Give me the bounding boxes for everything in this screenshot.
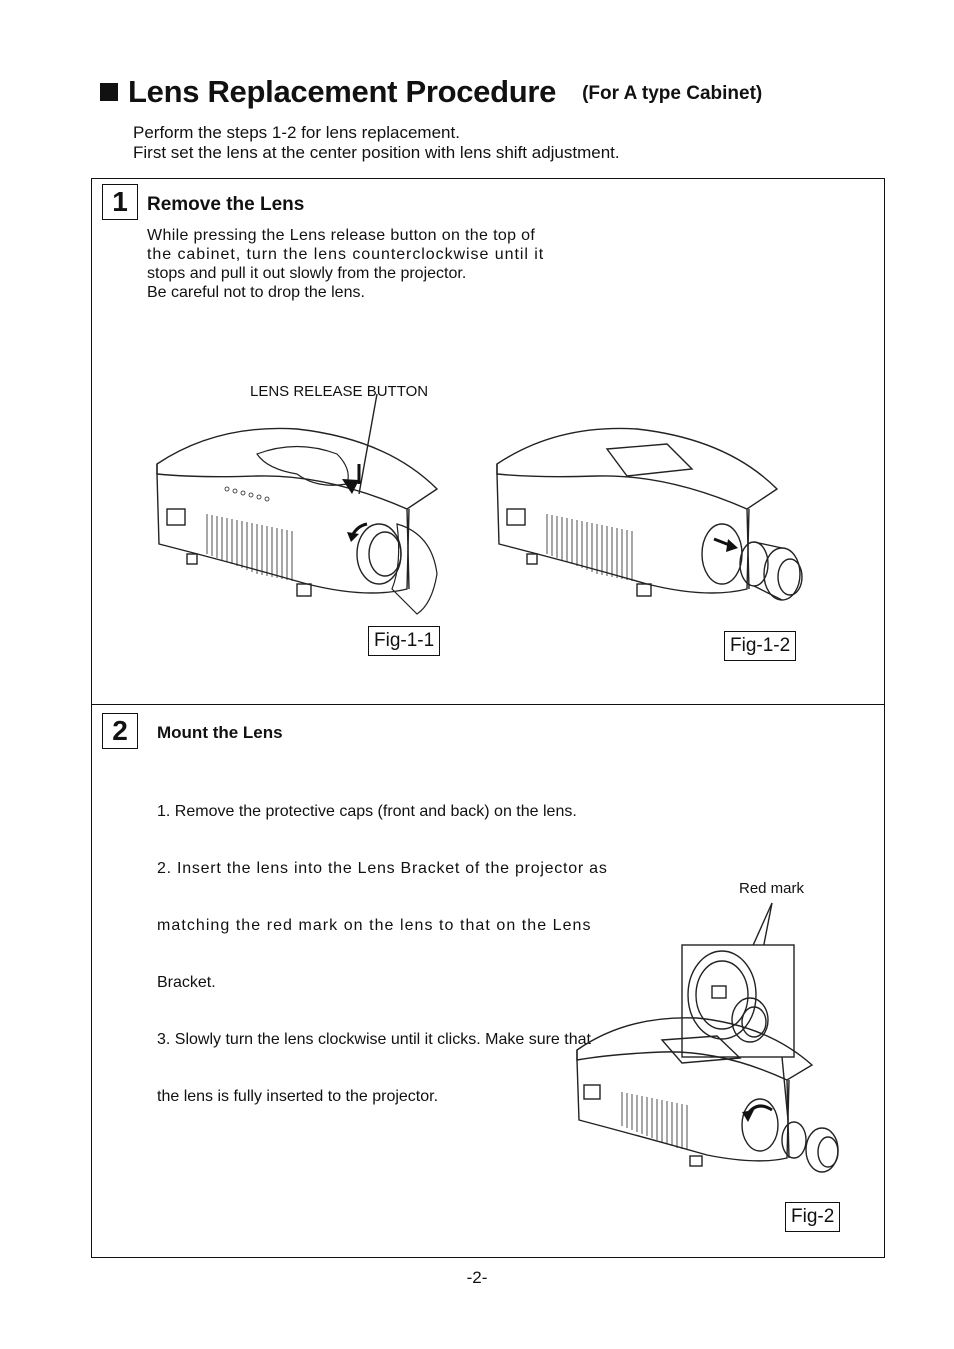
step-heading: Mount the Lens: [157, 723, 283, 742]
red-mark-callout: Red mark: [739, 880, 805, 897]
step-number: 1: [102, 184, 138, 220]
projector-illustration-fig-2: [576, 902, 839, 1173]
square-bullet-icon: [100, 83, 118, 101]
projector-illustration-fig-1-1: [156, 393, 439, 615]
page-title: Lens Replacement Procedure: [128, 74, 557, 109]
instruction-line: 1. Remove the protective caps (front and…: [157, 803, 577, 820]
lens-release-callout: LENS RELEASE BUTTON: [250, 383, 429, 400]
step-2-panel: 2 Mount the Lens 1. Remove the protectiv…: [91, 704, 885, 1258]
figure-label: Fig-1-2: [724, 631, 797, 661]
instruction-line: 2. Insert the lens into the Lens Bracket…: [157, 860, 608, 877]
instruction-line: 3. Slowly turn the lens clockwise until …: [157, 1031, 591, 1048]
instruction-line: While pressing the Lens release button o…: [147, 227, 536, 244]
page-subtitle: (For A type Cabinet): [582, 83, 763, 104]
step-instructions: While pressing the Lens release button o…: [147, 226, 563, 302]
figure-label: Fig-1-1: [368, 626, 441, 656]
intro-line: Perform the steps 1-2 for lens replaceme…: [133, 123, 460, 142]
step-1-panel: 1 Remove the Lens While pressing the Len…: [91, 178, 885, 705]
intro-line: First set the lens at the center positio…: [133, 143, 620, 162]
instruction-line: Bracket.: [157, 974, 216, 991]
intro-text: Perform the steps 1-2 for lens replaceme…: [133, 123, 620, 163]
page-number: -2-: [466, 1268, 488, 1287]
instruction-line: Be careful not to drop the lens.: [147, 284, 365, 301]
step-instructions: 1. Remove the protective caps (front and…: [157, 764, 641, 1144]
instruction-line: the cabinet, turn the lens counterclockw…: [147, 246, 545, 263]
instruction-line: matching the red mark on the lens to tha…: [157, 917, 592, 934]
projector-illustration-fig-1-2: [496, 427, 803, 601]
step-number: 2: [102, 713, 138, 749]
instruction-line: the lens is fully inserted to the projec…: [157, 1088, 439, 1105]
title-row: Lens Replacement Procedure (For A type C…: [100, 72, 762, 112]
step-heading: Remove the Lens: [147, 194, 305, 215]
instruction-line: stops and pull it out slowly from the pr…: [147, 265, 467, 282]
figure-label: Fig-2: [785, 1202, 841, 1232]
